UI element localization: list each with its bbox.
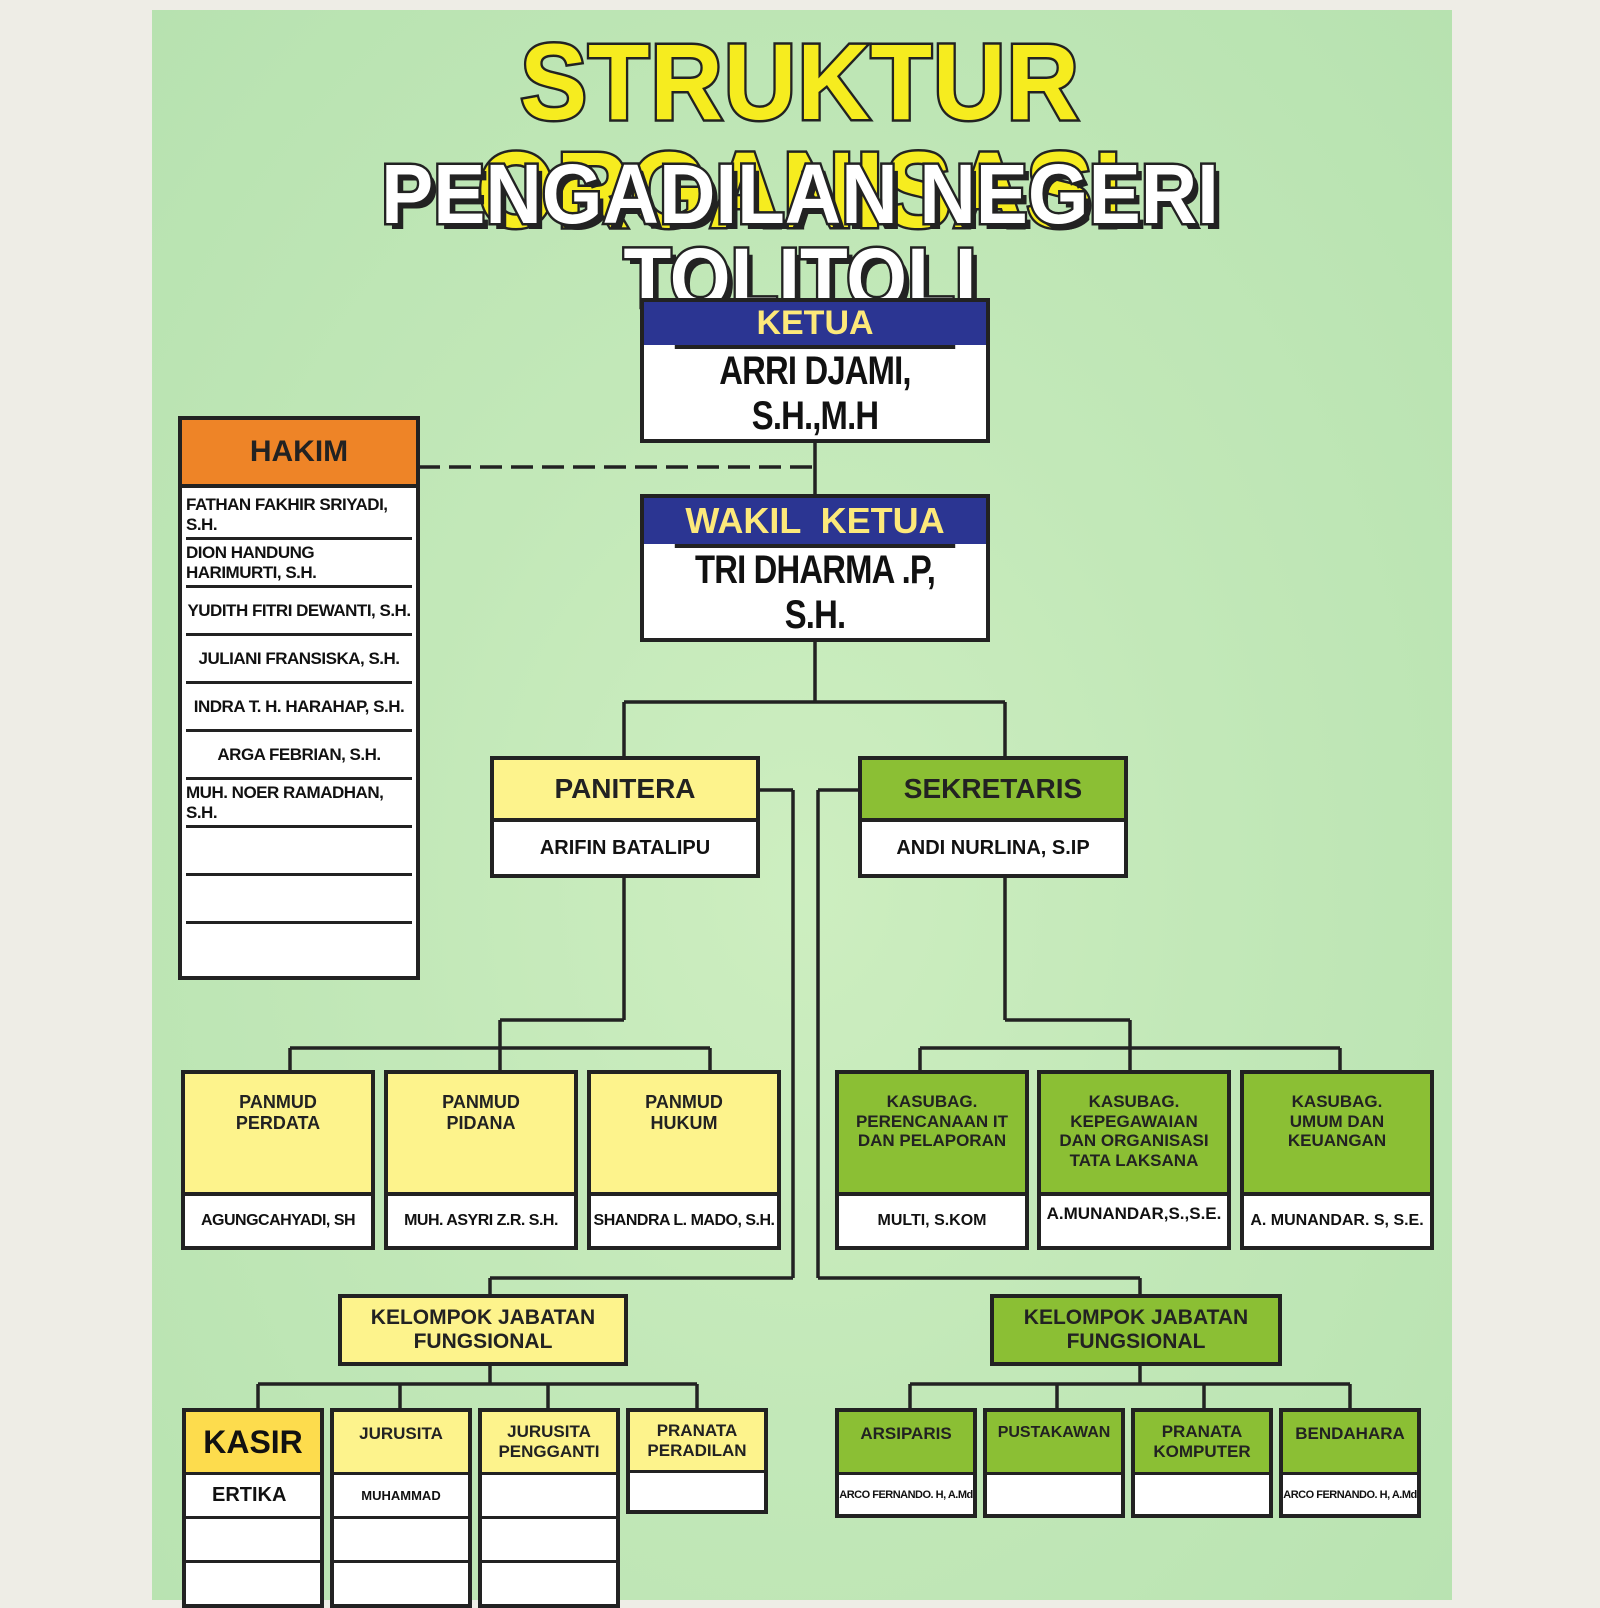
ketua-role: KETUA (644, 302, 986, 345)
arsiparis-role: ARSIPARIS (839, 1412, 973, 1472)
jurusita-name: MUHAMMAD (334, 1472, 468, 1516)
kasir-role: KASIR (186, 1412, 320, 1472)
fungsional-left-box: KELOMPOK JABATAN FUNGSIONAL (338, 1294, 628, 1366)
kasir-name (186, 1560, 320, 1604)
ketua-name: ARRI DJAMI, S.H.,M.H (674, 345, 956, 439)
panitera-box: PANITERA ARIFIN BATALIPU (490, 756, 760, 878)
pustakawan-name (987, 1472, 1121, 1514)
fungsional-left-role: KELOMPOK JABATAN FUNGSIONAL (342, 1298, 624, 1362)
hakim-member: INDRA T. H. HARAHAP, S.H. (186, 684, 412, 732)
hakim-member: ARGA FEBRIAN, S.H. (186, 732, 412, 780)
hakim-member: JULIANI FRANSISKA, S.H. (186, 636, 412, 684)
hakim-member (186, 876, 412, 924)
hakim-member: YUDITH FITRI DEWANTI, S.H. (186, 588, 412, 636)
title-line-1: STRUKTUR ORGANISASI (475, 21, 1124, 250)
jurusita-pengganti-name (482, 1472, 616, 1516)
panitera-name: ARIFIN BATALIPU (494, 818, 756, 874)
panmud-perdata-role: PANMUD PERDATA (185, 1074, 371, 1192)
jurusita-pengganti-name (482, 1516, 616, 1560)
kasir-name (186, 1516, 320, 1560)
kasir-box: KASIR ERTIKA (182, 1408, 324, 1608)
wakil-ketua-box: WAKIL KETUA TRI DHARMA .P, S.H. (640, 494, 990, 642)
wakil-ketua-role: WAKIL KETUA (644, 498, 986, 544)
panmud-pidana-role: PANMUD PIDANA (388, 1074, 574, 1192)
sekretaris-role: SEKRETARIS (862, 760, 1124, 818)
kasubag-perencanaan-name: MULTI, S.KOM (839, 1192, 1025, 1246)
hakim-member (186, 828, 412, 876)
kasubag-kepegawaian-name: A.MUNANDAR,S.,S.E. (1041, 1192, 1227, 1246)
jurusita-name (334, 1516, 468, 1560)
panmud-perdata-name: AGUNGCAHYADI, SH (185, 1192, 371, 1246)
bendahara-box: BENDAHARA ARCO FERNANDO. H, A.Md (1279, 1408, 1421, 1518)
panmud-hukum-name: SHANDRA L. MADO, S.H. (591, 1192, 777, 1246)
hakim-member: DION HANDUNG HARIMURTI, S.H. (186, 540, 412, 588)
panmud-hukum-role: PANMUD HUKUM (591, 1074, 777, 1192)
panitera-role: PANITERA (494, 760, 756, 818)
kasubag-kepegawaian-role: KASUBAG. KEPEGAWAIAN DAN ORGANISASI TATA… (1041, 1074, 1227, 1192)
hakim-member: MUH. NOER RAMADHAN, S.H. (186, 780, 412, 828)
kasubag-umum-role: KASUBAG. UMUM DAN KEUANGAN (1244, 1074, 1430, 1192)
bendahara-name: ARCO FERNANDO. H, A.Md (1283, 1472, 1417, 1514)
sekretaris-name: ANDI NURLINA, S.IP (862, 818, 1124, 874)
jurusita-name (334, 1560, 468, 1604)
kasubag-perencanaan-role: KASUBAG. PERENCANAAN IT DAN PELAPORAN (839, 1074, 1025, 1192)
panmud-pidana-box: PANMUD PIDANA MUH. ASYRI Z.R. S.H. (384, 1070, 578, 1250)
pranata-peradilan-box: PRANATA PERADILAN (626, 1408, 768, 1514)
kasubag-umum-box: KASUBAG. UMUM DAN KEUANGAN A. MUNANDAR. … (1240, 1070, 1434, 1250)
pustakawan-role: PUSTAKAWAN (987, 1412, 1121, 1472)
fungsional-right-box: KELOMPOK JABATAN FUNGSIONAL (990, 1294, 1282, 1366)
kasir-name: ERTIKA (186, 1472, 320, 1516)
hakim-members: FATHAN FAKHIR SRIYADI, S.H. DION HANDUNG… (182, 488, 416, 976)
pustakawan-box: PUSTAKAWAN (983, 1408, 1125, 1518)
kasubag-umum-name: A. MUNANDAR. S, S.E. (1244, 1192, 1430, 1246)
pranata-peradilan-role: PRANATA PERADILAN (630, 1412, 764, 1470)
bendahara-role: BENDAHARA (1283, 1412, 1417, 1472)
kasubag-kepegawaian-box: KASUBAG. KEPEGAWAIAN DAN ORGANISASI TATA… (1037, 1070, 1231, 1250)
pranata-komputer-name (1135, 1472, 1269, 1514)
jurusita-role: JURUSITA (334, 1412, 468, 1472)
kasubag-perencanaan-box: KASUBAG. PERENCANAAN IT DAN PELAPORAN MU… (835, 1070, 1029, 1250)
jurusita-box: JURUSITA MUHAMMAD (330, 1408, 472, 1608)
hakim-box: HAKIM FATHAN FAKHIR SRIYADI, S.H. DION H… (178, 416, 420, 980)
pranata-komputer-box: PRANATA KOMPUTER (1131, 1408, 1273, 1518)
wakil-ketua-name: TRI DHARMA .P, S.H. (674, 544, 956, 638)
arsiparis-box: ARSIPARIS ARCO FERNANDO. H, A.Md (835, 1408, 977, 1518)
panmud-pidana-name: MUH. ASYRI Z.R. S.H. (388, 1192, 574, 1246)
arsiparis-name: ARCO FERNANDO. H, A.Md (839, 1472, 973, 1514)
pranata-peradilan-name (630, 1470, 764, 1510)
hakim-role: HAKIM (182, 420, 416, 488)
hakim-member (186, 924, 412, 972)
panmud-hukum-box: PANMUD HUKUM SHANDRA L. MADO, S.H. (587, 1070, 781, 1250)
pranata-komputer-role: PRANATA KOMPUTER (1135, 1412, 1269, 1472)
fungsional-right-role: KELOMPOK JABATAN FUNGSIONAL (994, 1298, 1278, 1362)
ketua-box: KETUA ARRI DJAMI, S.H.,M.H (640, 298, 990, 443)
sekretaris-box: SEKRETARIS ANDI NURLINA, S.IP (858, 756, 1128, 878)
panmud-perdata-box: PANMUD PERDATA AGUNGCAHYADI, SH (181, 1070, 375, 1250)
jurusita-pengganti-box: JURUSITA PENGGANTI (478, 1408, 620, 1608)
hakim-member: FATHAN FAKHIR SRIYADI, S.H. (186, 492, 412, 540)
jurusita-pengganti-role: JURUSITA PENGGANTI (482, 1412, 616, 1472)
title-line-2: PENGADILAN NEGERI TOLITOLI (379, 147, 1221, 325)
jurusita-pengganti-name (482, 1560, 616, 1604)
